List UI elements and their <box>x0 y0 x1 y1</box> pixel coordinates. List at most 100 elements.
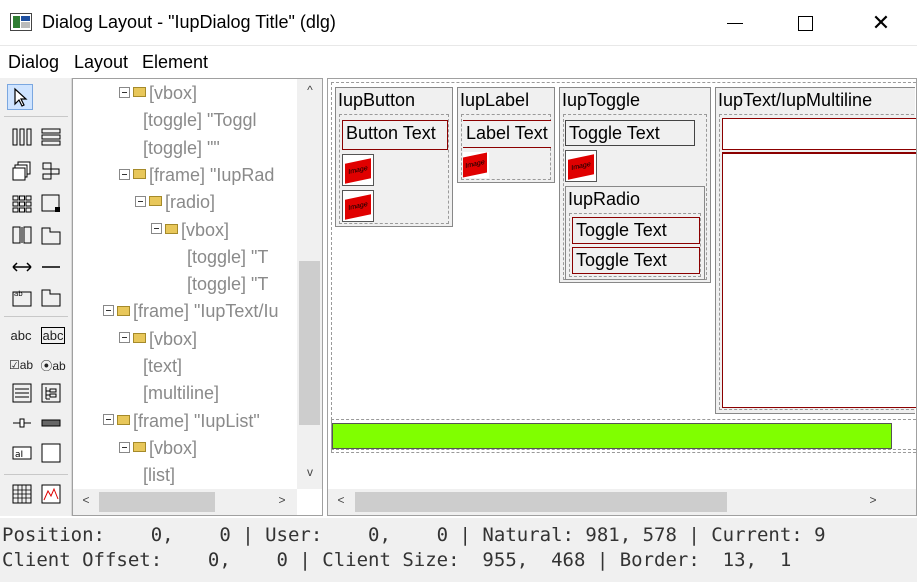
tree-node[interactable]: [vbox] <box>119 83 197 104</box>
pointer-tool[interactable] <box>7 84 33 110</box>
tree-vscroll-thumb[interactable] <box>299 261 320 425</box>
folder-icon <box>149 196 162 207</box>
scroll-left-icon[interactable]: < <box>82 493 90 507</box>
tree-tool[interactable] <box>38 380 64 406</box>
sbox-tool[interactable] <box>38 190 64 216</box>
label-tool[interactable]: abc <box>6 322 36 348</box>
collapse-icon[interactable] <box>103 414 114 426</box>
tree-node[interactable]: [radio] <box>135 192 215 213</box>
radio-tool[interactable]: ⦿ab <box>38 352 68 378</box>
scroll-up-icon[interactable]: ^ <box>307 83 313 97</box>
tree-hscroll-thumb[interactable] <box>99 492 215 512</box>
split-tool[interactable] <box>9 222 35 248</box>
cbox-tool[interactable] <box>38 158 64 184</box>
collapse-icon[interactable] <box>119 168 130 180</box>
tabs-tool[interactable] <box>38 222 64 248</box>
pointer-icon <box>14 87 28 107</box>
zbox-tool[interactable] <box>9 158 35 184</box>
button-frame-title: IupButton <box>338 90 416 110</box>
val-tool[interactable] <box>9 410 35 436</box>
vbox-icon <box>41 128 61 146</box>
status-panel: Position: 0, 0 | User: 0, 0 | Natural: 9… <box>0 518 917 582</box>
tree-vertical-scrollbar[interactable]: ^ v <box>297 79 322 489</box>
folder-icon <box>133 87 146 98</box>
separator-tool[interactable] <box>38 254 64 280</box>
canvas-tool[interactable] <box>38 440 64 466</box>
matrix-tool[interactable] <box>9 481 35 507</box>
collapse-icon[interactable] <box>119 86 130 98</box>
fill-icon <box>12 262 32 272</box>
vbox-tool[interactable] <box>38 124 64 150</box>
toggle-tool[interactable]: ☑ab <box>6 352 36 378</box>
collapse-icon[interactable] <box>103 305 114 317</box>
collapse-icon[interactable] <box>135 195 146 207</box>
scroll-left-icon[interactable]: < <box>337 493 345 507</box>
tree-node[interactable]: [multiline] <box>143 383 219 404</box>
text-field[interactable] <box>722 118 916 150</box>
collapse-icon[interactable] <box>119 332 130 344</box>
scroll-right-icon[interactable]: > <box>278 493 286 507</box>
tree-node[interactable]: [text] <box>143 356 182 377</box>
button-tool[interactable]: abc <box>38 322 68 348</box>
tree-node[interactable]: [frame] "IupRad <box>119 165 274 186</box>
maximize-button[interactable] <box>770 0 840 46</box>
image-button-1[interactable]: Image <box>342 154 374 186</box>
toggle-frame[interactable]: IupToggle Toggle Text Image IupRadio Tog… <box>559 87 711 283</box>
button-text-button[interactable]: Button Text <box>342 120 448 150</box>
separator-icon <box>42 266 60 268</box>
menu-dialog[interactable]: Dialog <box>8 52 60 72</box>
canvas-horizontal-scrollbar[interactable]: < > <box>328 489 916 515</box>
radio-toggle-2[interactable]: Toggle Text <box>572 247 700 274</box>
folder-icon <box>133 169 146 180</box>
split-icon <box>12 226 32 244</box>
text-frame[interactable]: IupText/IupMultiline <box>715 87 916 414</box>
gridbox-tool[interactable] <box>9 190 35 216</box>
close-button[interactable]: ✕ <box>846 0 916 46</box>
image-toggle[interactable]: Image <box>565 150 597 182</box>
tree-node[interactable]: [toggle] "T <box>187 274 268 295</box>
progressbar-tool[interactable] <box>38 410 64 436</box>
fill-tool[interactable] <box>9 254 35 280</box>
plot-tool[interactable] <box>38 481 64 507</box>
list-icon <box>12 383 32 403</box>
tree-node[interactable]: [toggle] "T <box>187 247 268 268</box>
canvas-hscroll-thumb[interactable] <box>355 492 727 512</box>
cbox-icon <box>42 162 60 180</box>
tree-node[interactable]: [list] <box>143 465 175 486</box>
expander-tool[interactable] <box>38 284 64 310</box>
radio-toggle-1[interactable]: Toggle Text <box>572 217 700 244</box>
button-frame[interactable]: IupButton Button Text Image Image <box>335 87 453 227</box>
tree-node-label: [vbox] <box>149 83 198 103</box>
menu-layout[interactable]: Layout <box>74 52 129 72</box>
list-tool[interactable] <box>9 380 35 406</box>
layout-canvas[interactable]: IupButton Button Text Image Image IupLab… <box>327 78 917 516</box>
collapse-icon[interactable] <box>119 441 130 453</box>
scroll-down-icon[interactable]: v <box>307 465 313 479</box>
text-tool[interactable]: aI <box>9 440 35 466</box>
tree-node[interactable]: [frame] "IupText/Iu <box>103 301 278 322</box>
window-title: Dialog Layout - "IupDialog Title" (dlg) <box>42 12 336 32</box>
progressbar-icon <box>41 419 61 427</box>
tree-horizontal-scrollbar[interactable]: < > <box>73 489 297 515</box>
scroll-right-icon[interactable]: > <box>869 493 877 507</box>
tree-node[interactable]: [frame] "IupList" <box>103 411 260 432</box>
element-tree[interactable]: [vbox] [toggle] "Toggl [toggle] "" [frame] … <box>72 78 323 516</box>
tree-node[interactable]: [vbox] <box>151 220 229 241</box>
image-button-2[interactable]: Image <box>342 190 374 222</box>
tree-node-label: [frame] "IupRad <box>149 164 275 185</box>
menu-element[interactable]: Element <box>142 52 209 72</box>
hbox-tool[interactable] <box>9 124 35 150</box>
label-frame[interactable]: IupLabel Label Text Image <box>457 87 555 183</box>
tree-node[interactable]: [vbox] <box>119 329 197 350</box>
radio-frame[interactable]: IupRadio Toggle Text Toggle Text <box>565 186 705 280</box>
collapse-icon[interactable] <box>151 223 162 235</box>
title-bar: Dialog Layout - "IupDialog Title" (dlg) … <box>0 0 917 46</box>
tree-node[interactable]: [vbox] <box>119 438 197 459</box>
tree-node[interactable]: [toggle] "" <box>143 138 220 159</box>
minimize-button[interactable] <box>700 0 770 46</box>
tree-node-label: [text] <box>143 356 183 376</box>
toggle-text-checkbox[interactable]: Toggle Text <box>565 120 695 146</box>
multiline-field[interactable] <box>722 152 916 408</box>
frame-tool[interactable]: ab <box>9 284 35 310</box>
tree-node[interactable]: [toggle] "Toggl <box>143 110 256 131</box>
